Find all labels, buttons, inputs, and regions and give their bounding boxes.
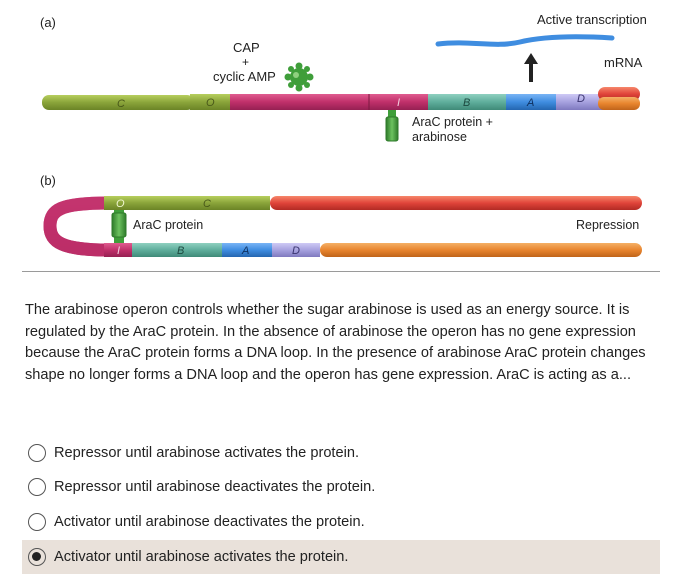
region-i-a: I [397,97,400,109]
question-text: The arabinose operon controls whether th… [25,302,646,383]
answer-option-label: Repressor until arabinose activates the … [54,445,360,461]
region-o-b: O [116,198,125,210]
region-a-a: A [526,97,534,109]
answer-option-label: Activator until arabinose activates the … [54,549,349,565]
panel-a-label: (a) [40,15,56,30]
mrna-strand [435,34,615,47]
arac-protein-icon [111,210,127,243]
repression-label: Repression [576,218,639,232]
answer-option[interactable]: Repressor until arabinose activates the … [22,436,660,470]
arac-arabinose-icon [385,110,399,142]
answer-option-label: Repressor until arabinose deactivates th… [54,479,376,495]
radio-button[interactable] [28,478,46,496]
arac-arabinose-label-2: arabinose [412,130,467,144]
dna-strand-a [42,87,640,110]
dna-strand-b-bottom [104,243,642,257]
answer-option[interactable]: Repressor until arabinose deactivates th… [22,470,660,504]
active-transcription-label: Active transcription [537,12,647,27]
region-o-a: O [206,97,215,109]
arac-arabinose-label-1: AraC protein + [412,115,493,129]
region-b-b: B [177,245,184,257]
region-b-a: B [463,97,470,109]
answer-option-label: Activator until arabinose deactivates th… [54,514,365,530]
cap-plus-label: + [242,55,249,69]
radio-button[interactable] [28,513,46,531]
dna-strand-b-top [104,196,642,210]
region-c-b: C [203,198,211,210]
cap-label: CAP [233,40,260,55]
mrna-label: mRNA [604,55,643,70]
region-i-b: I [117,245,120,257]
radio-button[interactable] [28,444,46,462]
arac-protein-label: AraC protein [133,218,203,232]
section-divider [22,271,660,272]
cap-protein-icon [284,62,314,92]
region-d-a: D [577,93,585,105]
region-c-a: C [117,98,125,110]
answer-option[interactable]: Activator until arabinose activates the … [22,540,660,574]
region-a-b: A [241,245,249,257]
transcription-arrow [524,53,538,82]
radio-button[interactable] [28,548,46,566]
panel-b-label: (b) [40,173,56,188]
region-d-b: D [292,245,300,257]
operon-diagram: (a) Active transcription mRNA CAP + cycl… [40,12,647,257]
answer-option[interactable]: Activator until arabinose deactivates th… [22,505,660,539]
cyclic-amp-label: cyclic AMP [213,69,276,84]
